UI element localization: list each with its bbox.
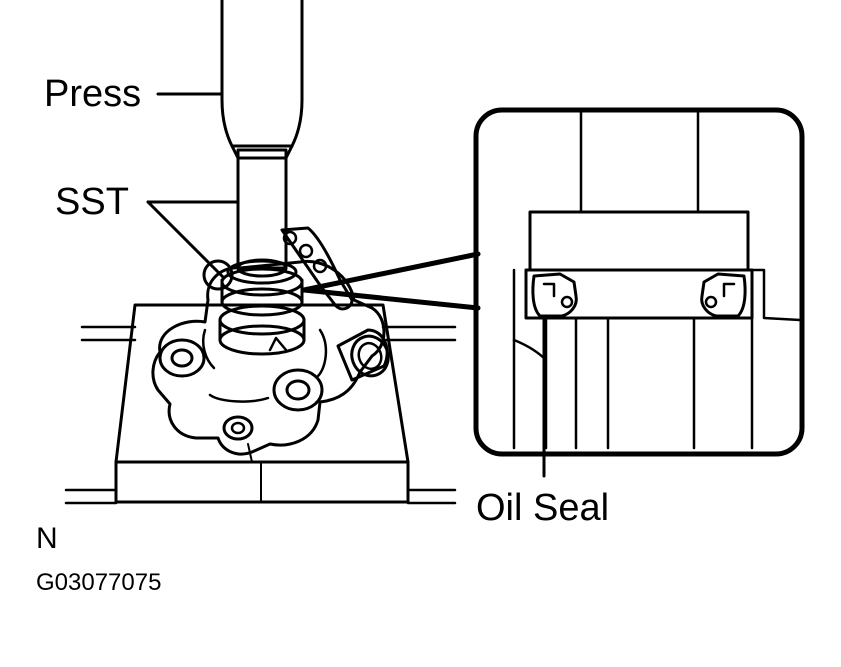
press-label: Press: [44, 73, 141, 115]
orientation-mark: N: [36, 522, 58, 555]
oil-seal-cross-section: [512, 110, 802, 450]
press-callout: Press: [44, 73, 224, 115]
sst-tool: [218, 148, 306, 356]
press-bed: [64, 303, 457, 505]
sst-label: SST: [55, 181, 129, 223]
detail-callout: [301, 107, 805, 457]
press-ram: [220, 0, 304, 160]
sst-callout: SST: [55, 181, 240, 280]
oil-seal-callout: Oil Seal: [476, 316, 609, 529]
figure-id: G03077075: [36, 569, 161, 596]
pump-housing: [151, 226, 390, 463]
oil-seal-label: Oil Seal: [476, 487, 609, 529]
